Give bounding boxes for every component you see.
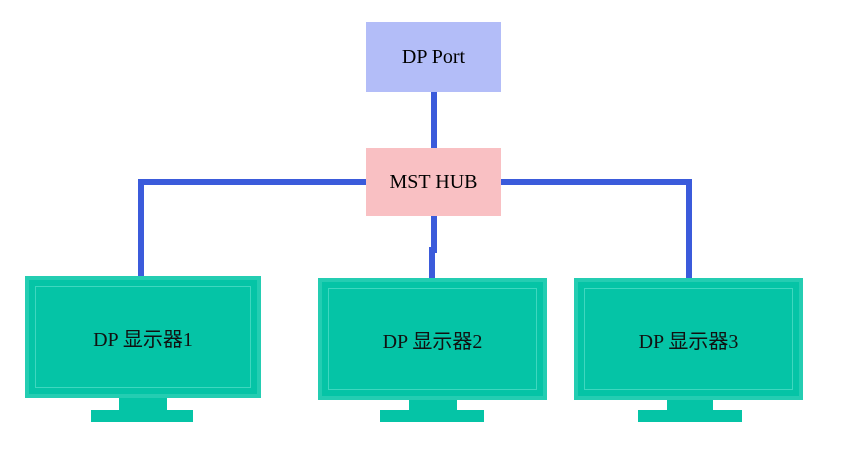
display-1-stand-neck: [119, 398, 167, 410]
display-1-label: DP 显示器1: [93, 328, 193, 351]
display-2-stand-base: [380, 410, 484, 422]
display-3-monitor: DP 显示器3: [574, 278, 803, 422]
display-3-stand-neck: [667, 400, 713, 410]
dp-port-node: DP Port: [366, 22, 501, 92]
display-1-monitor: DP 显示器1: [25, 276, 261, 422]
display-2-screen: DP 显示器2: [318, 278, 547, 400]
display-3-label: DP 显示器3: [638, 330, 739, 353]
hub-to-display-2-line: [429, 216, 437, 280]
mst-hub-node: MST HUB: [366, 148, 501, 216]
display-3-stand-base: [638, 410, 742, 422]
display-2-label: DP 显示器2: [382, 330, 483, 353]
hub-to-display-1-line: [138, 179, 366, 278]
dp-port-label: DP Port: [401, 45, 466, 68]
display-1-screen: DP 显示器1: [25, 276, 261, 398]
display-2-stand-neck: [409, 400, 457, 410]
display-3-screen: DP 显示器3: [574, 278, 803, 400]
mst-hub-label: MST HUB: [389, 170, 478, 193]
hub-to-display-3-line: [501, 179, 692, 278]
display-2-monitor: DP 显示器2: [318, 278, 547, 422]
display-1-stand-base: [91, 410, 193, 422]
